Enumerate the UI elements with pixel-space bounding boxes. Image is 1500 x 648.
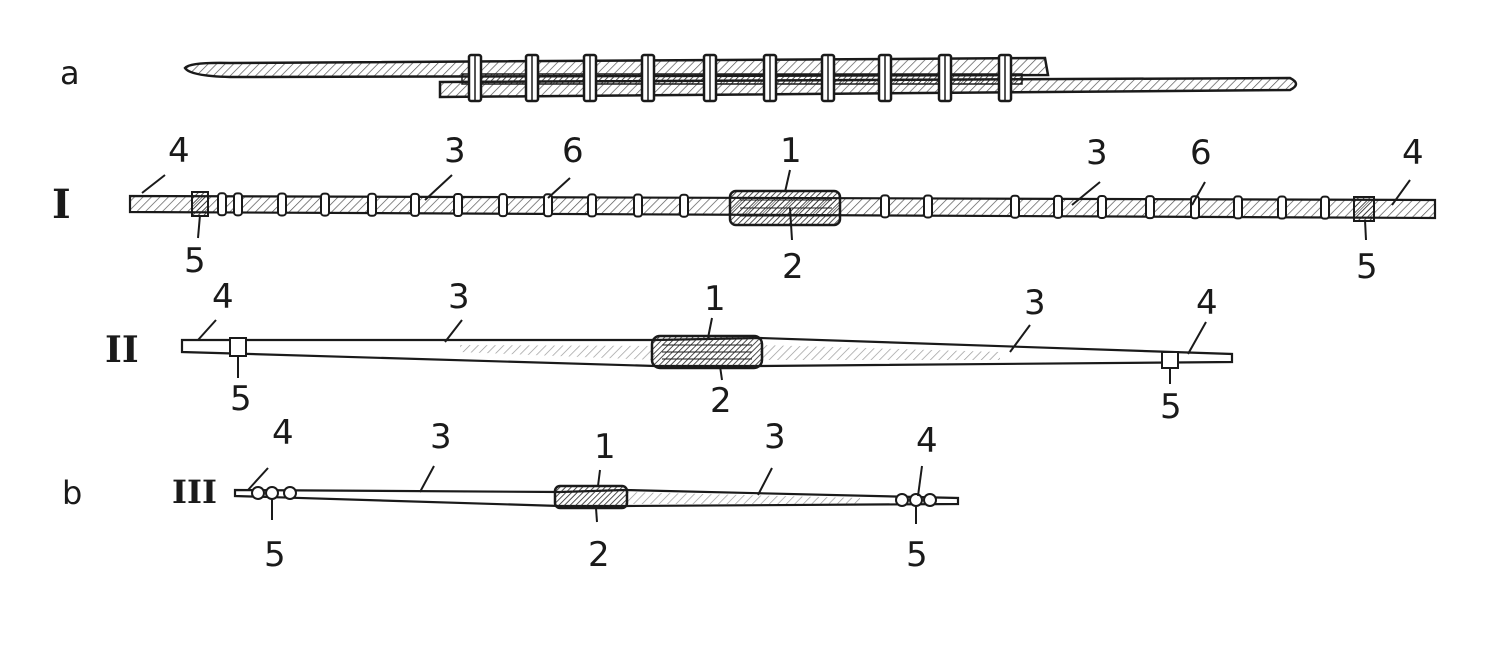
row-II-callout-right-mid: 3 [1024, 283, 1046, 323]
shaft-band [277, 192, 287, 217]
row-I-callout-right-band: 6 [1190, 133, 1212, 173]
row-I-callout-right-end: 4 [1402, 133, 1424, 173]
row-I-callout-center-bottom: 2 [782, 247, 804, 287]
panel-a-drawing [183, 53, 1298, 103]
shaft-band [587, 193, 597, 218]
shaft-band [633, 193, 643, 218]
shaft-band [1320, 195, 1330, 220]
shaft-band [498, 193, 508, 218]
row-I-callout-left-end: 4 [168, 131, 190, 171]
row-II-callout-right-end: 4 [1196, 283, 1218, 323]
row-III-callout-left-mid: 3 [430, 417, 452, 457]
row-I-callout-center-top: 1 [780, 131, 802, 171]
row-III-callout-left-knot: 5 [264, 535, 286, 575]
shaft-band [880, 194, 890, 219]
row-III-callout-center-top: 1 [594, 427, 616, 467]
row-label-I: I [52, 181, 71, 228]
row-I-callout-left-knot: 5 [184, 241, 206, 281]
shaft-band [217, 192, 227, 217]
row-label-II: II [105, 329, 139, 371]
row-II-callout-center-bottom: 2 [710, 381, 732, 421]
row-II-callout-left-end: 4 [212, 277, 234, 317]
shaft-band [1053, 194, 1063, 219]
row-III-callout-right-mid: 3 [764, 417, 786, 457]
row-I-bands [217, 192, 1330, 220]
row-I-callout-right-knot: 5 [1356, 247, 1378, 287]
row-I-callout-left-band: 6 [562, 131, 584, 171]
panel-a-bindings [467, 53, 1013, 103]
shaft-band [233, 192, 243, 217]
shaft-band [367, 192, 377, 217]
row-I-callout-right-mid: 3 [1086, 133, 1108, 173]
row-I-callout-left-mid: 3 [444, 131, 466, 171]
row-III-callout-center-bottom: 2 [588, 535, 610, 575]
panel-label-b: b [62, 474, 82, 512]
row-II-callout-center-top: 1 [704, 279, 726, 319]
row-II-drawing [180, 317, 1234, 384]
shaft-band [923, 194, 933, 219]
shaft-band [1010, 194, 1020, 219]
row-label-III: III [172, 473, 217, 511]
row-III-callout-left-end: 4 [272, 413, 294, 453]
shaft-band [410, 192, 420, 217]
shaft-band [1145, 195, 1155, 220]
row-III-callout-right-knot: 5 [906, 535, 928, 575]
row-III-callout-right-end: 4 [916, 421, 938, 461]
shaft-band [543, 193, 553, 218]
row-II-callout-right-knot: 5 [1160, 387, 1182, 427]
shaft-band [679, 193, 689, 218]
row-II-callout-left-mid: 3 [448, 277, 470, 317]
row-I-drawing [128, 169, 1437, 241]
row-II-callout-left-knot: 5 [230, 379, 252, 419]
shaft-band [1097, 194, 1107, 219]
shaft-band [1277, 195, 1287, 220]
shaft-band [1233, 195, 1243, 220]
row-III-drawing [233, 465, 960, 524]
shaft-band [453, 193, 463, 218]
shaft-band [320, 192, 330, 217]
panel-label-a: a [60, 54, 80, 92]
